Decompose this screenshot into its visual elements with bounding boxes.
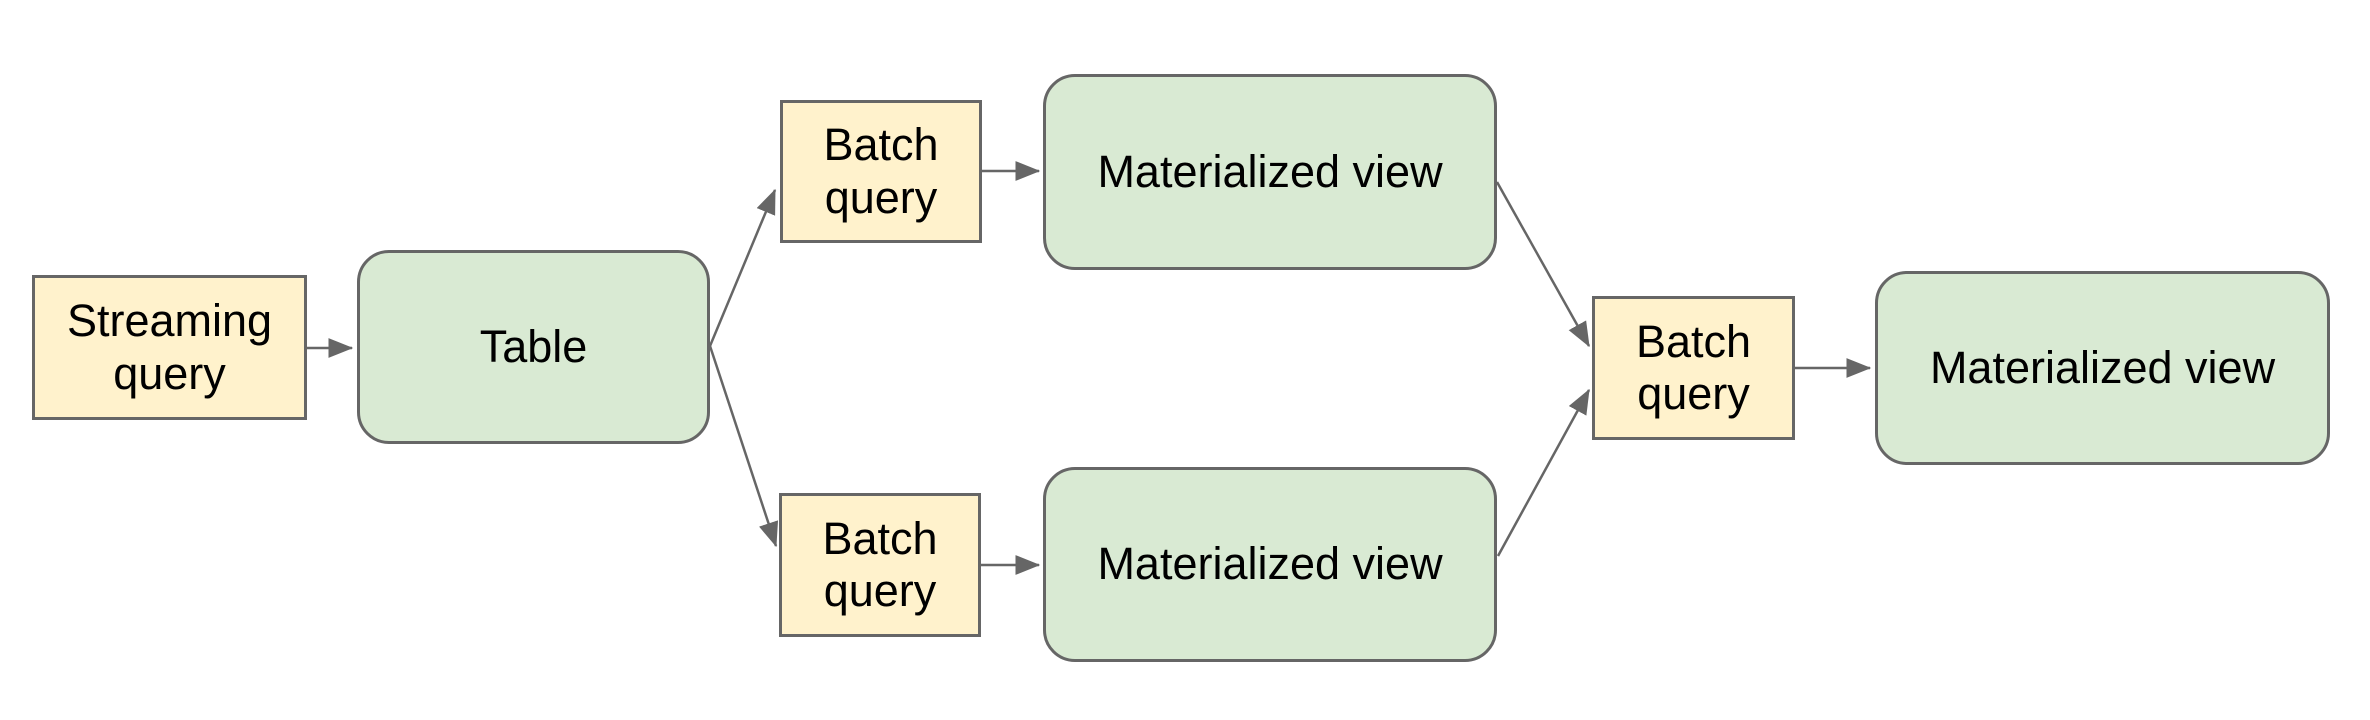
node-materialized-view-top: Materialized view [1043, 74, 1497, 270]
node-label: Batch query [1635, 315, 1752, 419]
node-label: Materialized view [1097, 538, 1443, 590]
node-materialized-view-right: Materialized view [1875, 271, 2330, 465]
arrow-materialized-view-bottom-to-batch-query-right [1496, 388, 1591, 557]
node-label: Materialized view [1097, 145, 1443, 197]
arrow-table-to-batch-query-top [708, 188, 777, 347]
node-materialized-view-bottom: Materialized view [1043, 467, 1497, 662]
node-table: Table [357, 250, 710, 444]
node-streaming-query: Streaming query [32, 275, 307, 420]
node-batch-query-right: Batch query [1592, 296, 1795, 440]
node-label: Streaming query [66, 295, 273, 399]
node-label: Materialized view [1929, 341, 2276, 393]
node-label: Batch query [823, 119, 939, 223]
node-batch-query-top: Batch query [780, 100, 982, 243]
arrow-materialized-view-top-to-batch-query-right [1495, 181, 1591, 348]
node-batch-query-bottom: Batch query [779, 493, 981, 637]
node-label: Batch query [822, 512, 938, 616]
arrow-table-to-batch-query-bottom [708, 345, 779, 548]
node-label: Table [479, 320, 588, 372]
